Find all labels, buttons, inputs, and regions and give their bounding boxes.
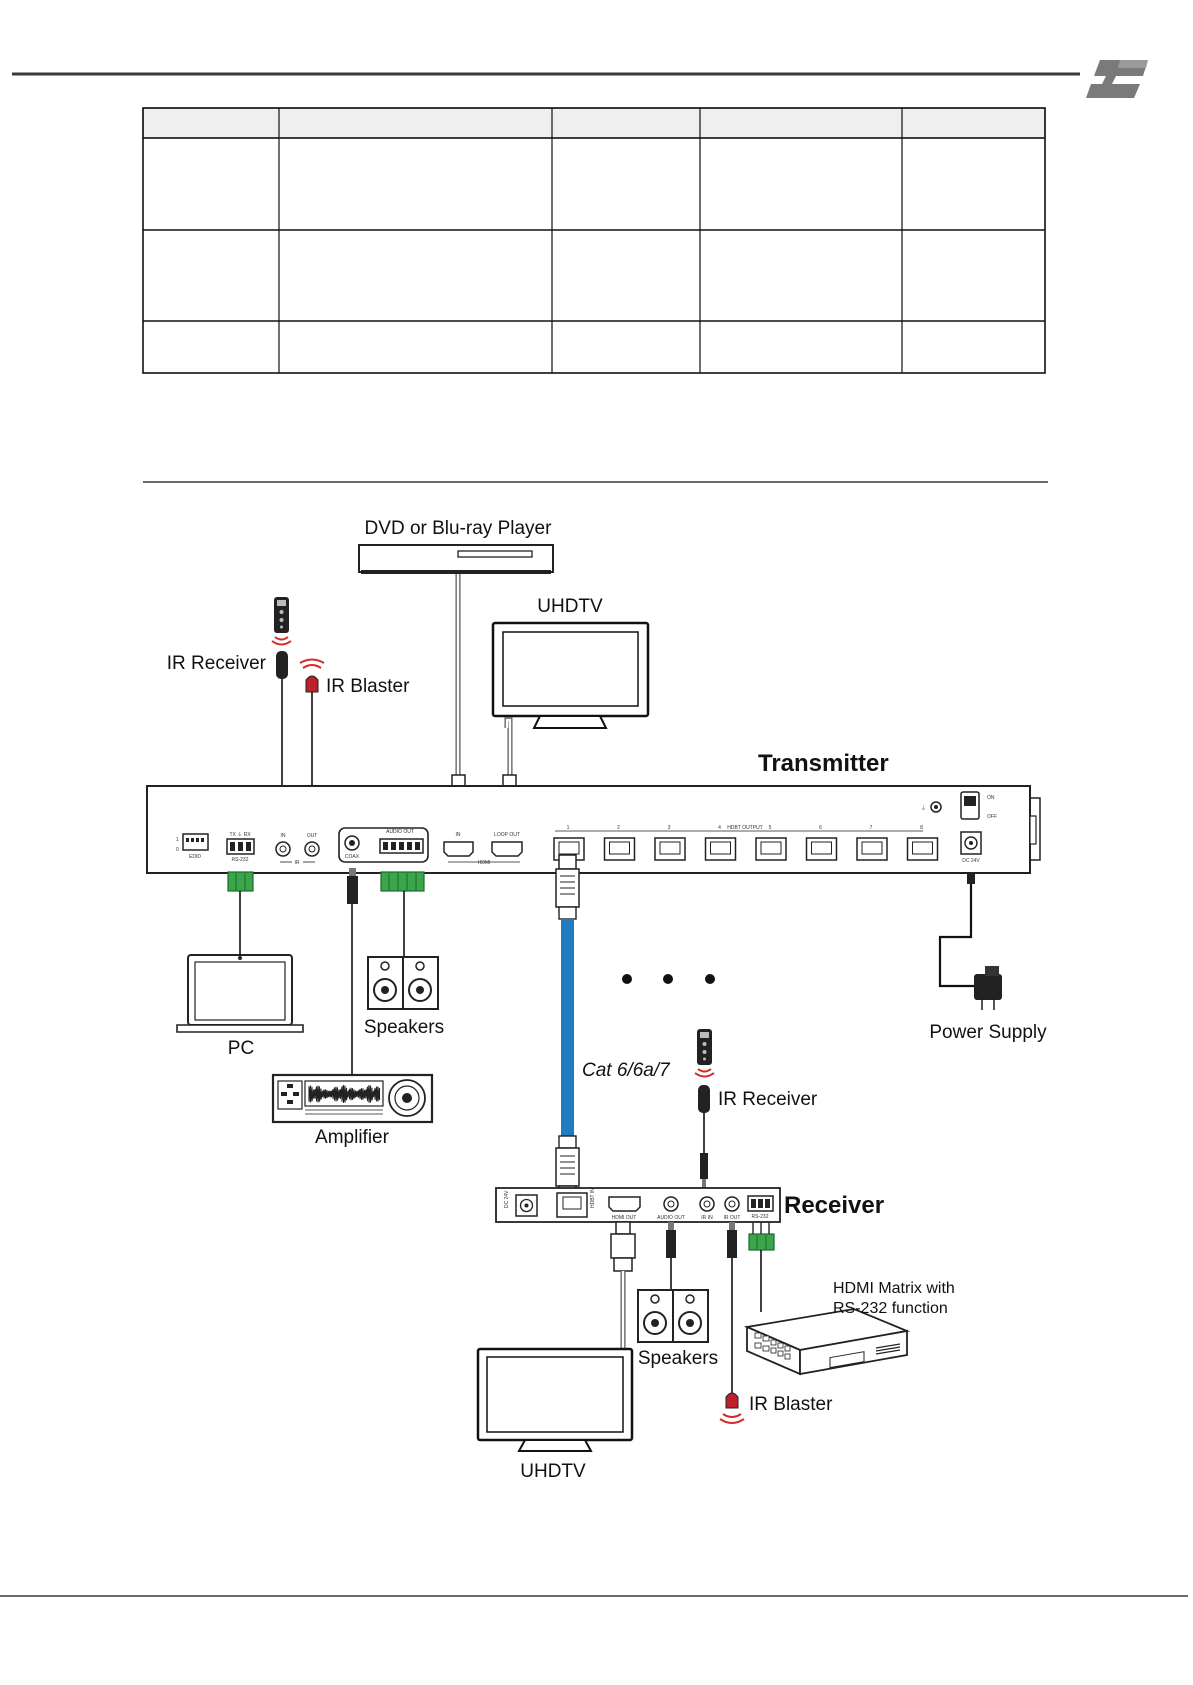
dvd-player bbox=[358, 544, 554, 574]
cat-cable bbox=[555, 854, 580, 1199]
uhdtv-bottom bbox=[476, 1347, 634, 1452]
edid-switch: 1 0 EDID bbox=[176, 833, 209, 860]
svg-text:⏚: ⏚ bbox=[921, 805, 926, 812]
transmitter-label: Transmitter bbox=[758, 750, 889, 777]
hdbt-port-number: 4 bbox=[718, 825, 721, 831]
spec-table bbox=[142, 107, 1046, 374]
ir-blaster-left-label: IR Blaster bbox=[326, 676, 410, 697]
hdbt-rj45-socket bbox=[710, 841, 731, 855]
hdbt-port-number: 2 bbox=[617, 825, 620, 831]
speakers-bottom-label: Speakers bbox=[638, 1348, 718, 1369]
svg-text:RS-232: RS-232 bbox=[752, 1214, 769, 1220]
svg-text:AUDIO OUT: AUDIO OUT bbox=[386, 829, 414, 835]
svg-text:IN: IN bbox=[456, 832, 461, 838]
hdbt-port-number: 8 bbox=[920, 825, 923, 831]
receiver-label: Receiver bbox=[784, 1192, 884, 1219]
uhdtv-top-label: UHDTV bbox=[537, 596, 603, 617]
speakers-top-label: Speakers bbox=[364, 1017, 444, 1038]
ir-receiver-left-label: IR Receiver bbox=[167, 653, 267, 674]
svg-text:HDBT IN: HDBT IN bbox=[590, 1188, 596, 1208]
hdbt-port-number: 5 bbox=[769, 825, 772, 831]
brand-logo bbox=[1086, 60, 1148, 98]
hdmi-matrix-label-line1: HDMI Matrix with bbox=[833, 1280, 955, 1297]
svg-text:HDMI: HDMI bbox=[478, 860, 491, 866]
svg-text:RS-232: RS-232 bbox=[232, 857, 249, 863]
hdbt-rj45-socket bbox=[811, 841, 832, 855]
svg-text:AUDIO OUT: AUDIO OUT bbox=[657, 1215, 685, 1221]
cable-label: Cat 6/6a/7 bbox=[582, 1060, 671, 1081]
table-header-row bbox=[142, 107, 1046, 139]
power-section: ⏚ ON OFF DC 24V bbox=[921, 791, 997, 864]
more-receivers-dots bbox=[622, 974, 715, 984]
audio-out-block: COAX AUDIO OUT bbox=[338, 827, 429, 863]
svg-text:DC 24V: DC 24V bbox=[504, 1190, 510, 1208]
svg-text:HDMI OUT: HDMI OUT bbox=[612, 1215, 637, 1221]
ir-ports: IN OUT IR bbox=[275, 833, 320, 866]
svg-text:IR IN: IR IN bbox=[701, 1215, 713, 1221]
hdmi-cable-bottom bbox=[610, 1221, 636, 1349]
receiver-unit: DC 24V HDBT IN HDMI OUT AUDIO OUT IR IN … bbox=[495, 1187, 781, 1223]
svg-text:TX ⏚ RX: TX ⏚ RX bbox=[229, 831, 251, 838]
power-adapter-icon bbox=[938, 872, 1002, 1010]
svg-text:0: 0 bbox=[176, 847, 179, 853]
pc-label: PC bbox=[228, 1038, 254, 1059]
hdmi-matrix-label-line2: RS-232 function bbox=[833, 1300, 948, 1317]
hdbt-output-ports: HDBT OUTPUT 1 2 3 4 5 6 7 8 bbox=[553, 825, 939, 861]
power-supply-label: Power Supply bbox=[929, 1022, 1047, 1043]
phoenix-connector-icon bbox=[380, 871, 425, 892]
svg-text:EDID: EDID bbox=[189, 854, 201, 860]
svg-text:OFF: OFF bbox=[987, 814, 997, 820]
amplifier bbox=[271, 1073, 434, 1124]
hdbt-rj45-socket bbox=[659, 841, 681, 855]
svg-text:DC 24V: DC 24V bbox=[962, 858, 980, 864]
speakers-top bbox=[367, 956, 439, 1010]
phoenix-connector-icon bbox=[748, 1222, 775, 1312]
svg-text:ON: ON bbox=[987, 795, 995, 801]
transmitter-unit: 1 0 EDID TX ⏚ RX RS-232 IN OUT IR bbox=[146, 785, 1041, 874]
audio-jack-icon bbox=[727, 1222, 737, 1394]
hdbt-rj45-socket bbox=[912, 841, 933, 855]
svg-text:HDBT OUTPUT: HDBT OUTPUT bbox=[727, 825, 762, 831]
dvd-player-label: DVD or Blu-ray Player bbox=[365, 518, 553, 539]
svg-text:1: 1 bbox=[176, 837, 179, 843]
hdbt-rj45-socket bbox=[609, 841, 630, 855]
ir-blaster-right bbox=[719, 1392, 745, 1424]
svg-text:IR: IR bbox=[295, 860, 300, 866]
hdbt-port-number: 1 bbox=[567, 825, 570, 831]
amplifier-label: Amplifier bbox=[315, 1127, 390, 1148]
ir-signal-icon bbox=[271, 636, 292, 646]
svg-text:LOOP OUT: LOOP OUT bbox=[494, 832, 520, 838]
rs232-port: TX ⏚ RX RS-232 bbox=[226, 831, 255, 863]
svg-text:COAX: COAX bbox=[345, 854, 360, 860]
svg-text:IR OUT: IR OUT bbox=[724, 1215, 741, 1221]
audio-jack-icon bbox=[666, 1222, 676, 1290]
uhdtv-top bbox=[491, 621, 650, 729]
ir-receiver-right-label: IR Receiver bbox=[718, 1089, 818, 1110]
svg-text:OUT: OUT bbox=[307, 833, 318, 839]
pc-laptop bbox=[176, 954, 304, 1033]
audio-jack-icon bbox=[347, 868, 358, 1090]
ir-blaster-right-label: IR Blaster bbox=[749, 1394, 833, 1415]
table-border bbox=[142, 107, 1046, 374]
remote-control-icon bbox=[697, 1029, 712, 1065]
phoenix-connector-icon bbox=[227, 871, 254, 892]
ir-signal-icon bbox=[694, 1068, 715, 1078]
hdmi-matrix bbox=[743, 1308, 911, 1376]
svg-text:IN: IN bbox=[281, 833, 286, 839]
ir-receiver-right bbox=[698, 1085, 710, 1188]
hdbt-rj45-socket bbox=[861, 841, 883, 855]
hdbt-port-number: 6 bbox=[819, 825, 822, 831]
speakers-bottom bbox=[637, 1289, 709, 1343]
hdbt-port-number: 7 bbox=[870, 825, 873, 831]
remote-control-icon bbox=[274, 597, 289, 633]
uhdtv-bottom-label: UHDTV bbox=[520, 1461, 586, 1482]
hdbt-rj45-socket bbox=[760, 841, 782, 855]
hdbt-port-number: 3 bbox=[668, 825, 671, 831]
hdbt-rj45-socket bbox=[558, 841, 580, 855]
hdmi-ports: IN LOOP OUT HDMI bbox=[443, 832, 523, 866]
